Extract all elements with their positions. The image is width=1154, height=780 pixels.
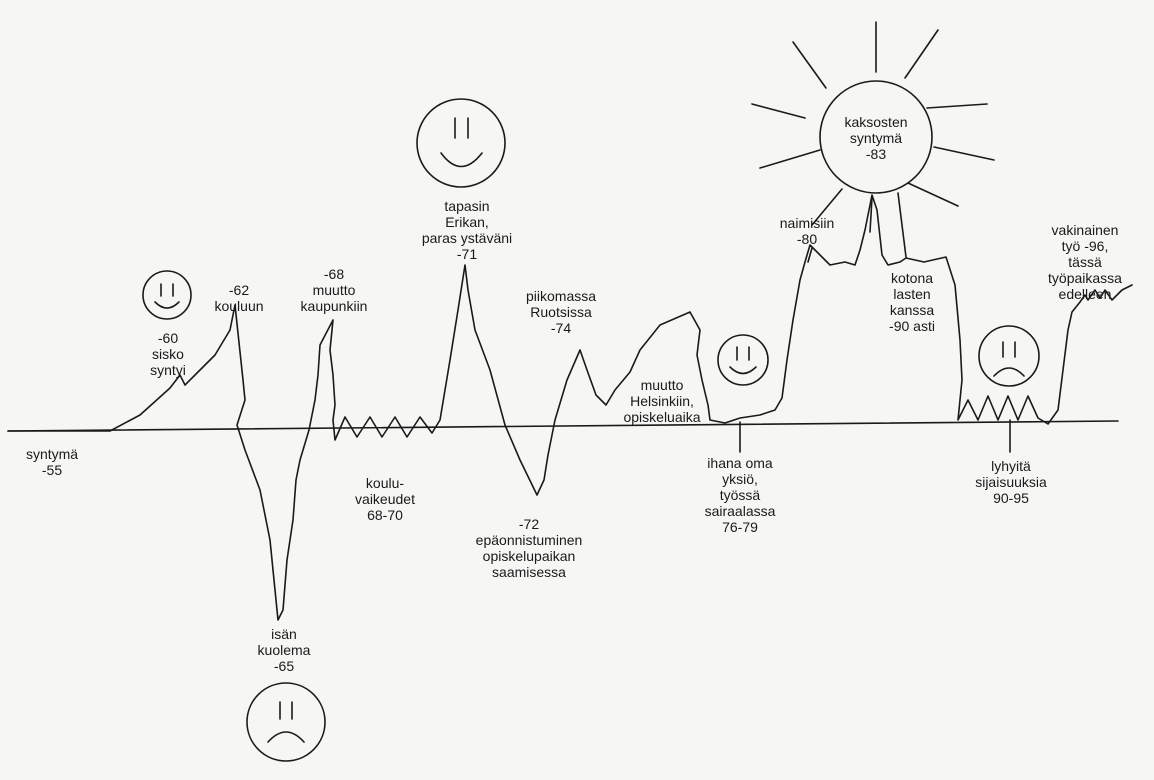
label-permanent-job: vakinainen työ -96, tässä työpaikassa ed… (1048, 222, 1122, 302)
label-sister: -60 sisko syntyi (150, 330, 186, 378)
connector-married (807, 247, 813, 263)
label-move-helsinki: muutto Helsinkiin, opiskeluaika (623, 377, 701, 425)
life-curve (7, 194, 1133, 621)
sun-icon (751, 21, 995, 258)
label-home-kids: kotona lasten kanssa -90 asti (889, 270, 935, 334)
label-father-death: isän kuolema -65 (257, 626, 311, 674)
label-school-troubles: koulu- vaikeudet 68-70 (355, 475, 415, 523)
label-short-temps: lyhyitä sijaisuuksia 90-95 (975, 458, 1047, 506)
happy-face-icon (416, 98, 506, 188)
label-own-flat: ihana oma yksiö, työssä sairaalassa 76-7… (704, 455, 776, 535)
label-married: naimisiin -80 (779, 215, 835, 247)
label-birth: syntymä -55 (25, 446, 79, 478)
baseline (7, 420, 1119, 432)
label-au-pair: piikomassa Ruotsissa -74 (525, 288, 597, 336)
sad-face-icon (978, 325, 1040, 387)
happy-face-icon (142, 270, 192, 320)
label-twins: kaksosten syntymä -83 (844, 114, 908, 162)
sad-face-icon (246, 682, 326, 762)
label-move-city: -68 muutto kaupunkiin (300, 266, 368, 314)
label-failed-admission: -72 epäonnistuminen opiskelupaikan saami… (475, 516, 583, 580)
label-school: -62 kouluun (214, 282, 264, 314)
label-met-erika: tapasin Erikan, paras ystäväni -71 (421, 198, 513, 262)
happy-face-icon (717, 334, 769, 386)
